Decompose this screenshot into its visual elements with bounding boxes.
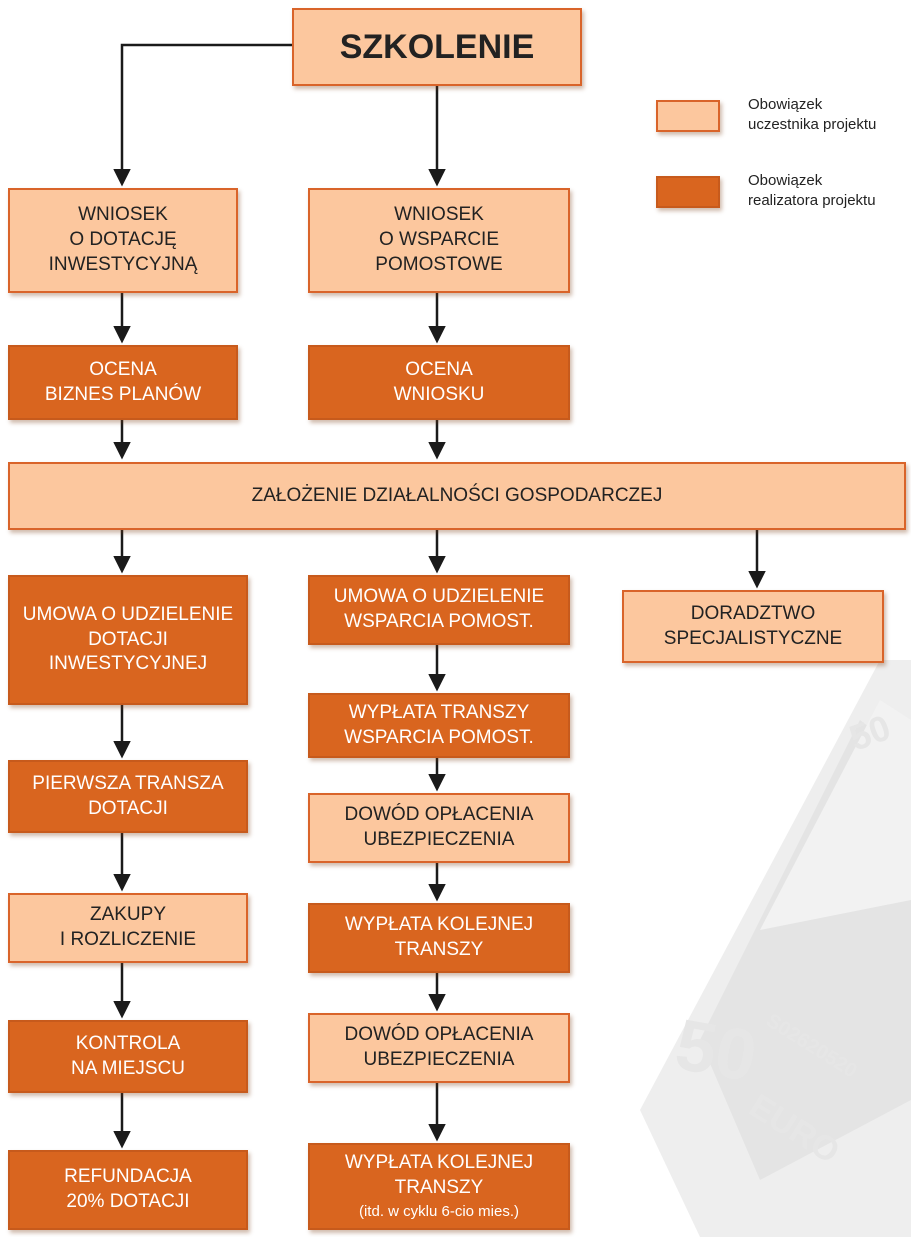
- node-pierwsza-transza: PIERWSZA TRANSZA DOTACJI: [8, 760, 248, 833]
- node-dowod-2: DOWÓD OPŁACENIA UBEZPIECZENIA: [308, 1013, 570, 1083]
- node-refundacja: REFUNDACJA 20% DOTACJI: [8, 1150, 248, 1230]
- node-zakupy: ZAKUPY I ROZLICZENIE: [8, 893, 248, 963]
- legend-implementer: Obowiązek realizatora projektu: [748, 172, 876, 210]
- node-wyplata-transzy: WYPŁATA TRANSZY WSPARCIA POMOST.: [308, 693, 570, 758]
- node-szkolenie-label: SZKOLENIE: [339, 27, 535, 66]
- node-kontrola: KONTROLA NA MIEJSCU: [8, 1020, 248, 1093]
- node-wyplata-kolejnej-2: WYPŁATA KOLEJNEJ TRANSZY (itd. w cyklu 6…: [308, 1143, 570, 1230]
- cycle-note: (itd. w cyklu 6-cio mies.): [358, 1203, 520, 1221]
- connector-szkolenie-left: [113, 43, 292, 187]
- node-doradztwo: DORADZTWO SPECJALISTYCZNE: [622, 590, 884, 663]
- node-zalozenie: ZAŁOŻENIE DZIAŁALNOŚCI GOSPODARCZEJ: [8, 462, 906, 530]
- legend-swatch-participant: [656, 100, 720, 132]
- node-ocena-biznes: OCENA BIZNES PLANÓW: [8, 345, 238, 420]
- legend-participant: Obowiązek uczestnika projektu: [748, 96, 877, 134]
- node-wniosek-wsparcie: WNIOSEK O WSPARCIE POMOSTOWE: [308, 188, 570, 293]
- node-umowa-dotacja: UMOWA O UDZIELENIE DOTACJI INWESTYCYJNEJ: [8, 575, 248, 705]
- node-umowa-wsparcie: UMOWA O UDZIELENIE WSPARCIA POMOST.: [308, 575, 570, 645]
- node-szkolenie: SZKOLENIE: [292, 8, 582, 86]
- node-wniosek-dotacja: WNIOSEK O DOTACJĘ INWESTYCYJNĄ: [8, 188, 238, 293]
- node-wyplata-kolejnej-1: WYPŁATA KOLEJNEJ TRANSZY: [308, 903, 570, 973]
- node-ocena-wniosku: OCENA WNIOSKU: [308, 345, 570, 420]
- legend-swatch-implementer: [656, 176, 720, 208]
- node-dowod-1: DOWÓD OPŁACENIA UBEZPIECZENIA: [308, 793, 570, 863]
